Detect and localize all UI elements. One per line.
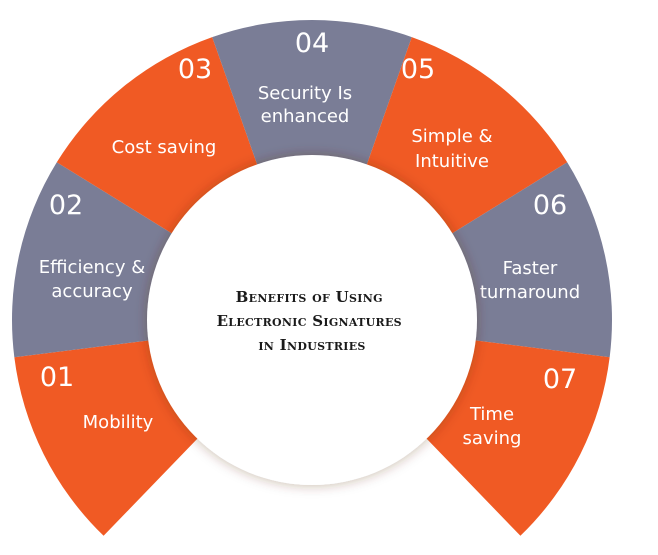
center-title-line-3: in Industries — [258, 336, 365, 354]
segment-label-line: Intuitive — [415, 151, 489, 172]
center-hub — [147, 155, 477, 485]
segment-07 — [416, 338, 610, 536]
segment-number-05: 05 — [401, 54, 435, 85]
segment-label-line: Cost saving — [112, 137, 217, 158]
segment-06 — [439, 162, 612, 358]
segment-number-02: 02 — [49, 190, 83, 221]
segment-label-line: turnaround — [480, 282, 580, 303]
segment-number-06: 06 — [533, 190, 567, 221]
segment-number-07: 07 — [543, 364, 577, 395]
segment-label-02: Efficiency & accuracy — [39, 257, 145, 302]
segment-label-line: Security Is — [258, 83, 352, 104]
segment-number-04: 04 — [295, 28, 329, 59]
segment-label-05: Simple & Intuitive — [411, 126, 492, 172]
center-title-line-2: Electronic Signatures — [217, 312, 402, 330]
segment-label-line: Time — [469, 404, 514, 425]
segment-04 — [212, 20, 412, 179]
segment-label-06: Faster turnaround — [480, 258, 580, 303]
segment-number-03: 03 — [178, 54, 212, 85]
segment-label-07: Time saving — [463, 404, 522, 449]
segment-label-line: Faster — [503, 258, 558, 279]
center-title-line-1: Benefits of Using — [236, 288, 383, 306]
segment-label-line: enhanced — [261, 106, 350, 127]
segment-01 — [14, 338, 208, 536]
segment-02 — [11, 162, 185, 358]
segment-number-01: 01 — [40, 362, 74, 393]
segment-label-line: saving — [463, 428, 522, 449]
segment-label-03: Cost saving — [112, 137, 217, 158]
center-title: Benefits of Using Electronic Signatures … — [217, 288, 408, 354]
segment-label-line: Efficiency & — [39, 257, 145, 278]
segment-label-01: Mobility — [83, 412, 154, 433]
segment-label-line: Simple & — [411, 126, 492, 147]
segment-label-line: accuracy — [51, 281, 133, 302]
segment-label-line: Mobility — [83, 412, 154, 433]
